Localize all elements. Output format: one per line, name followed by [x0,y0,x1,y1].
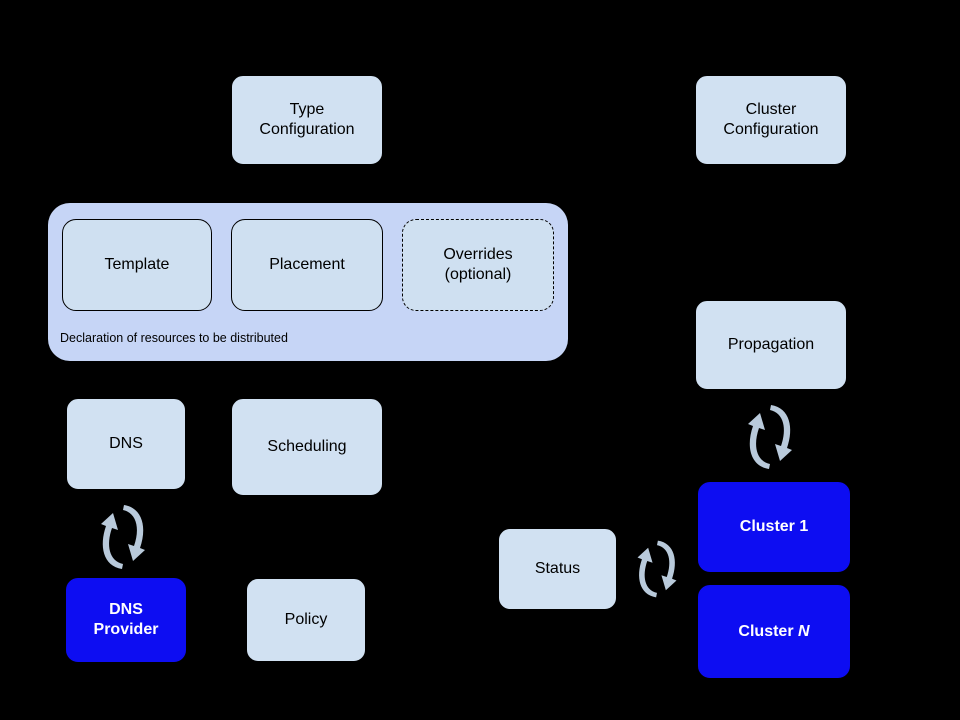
node-type-configuration[interactable]: Type Configuration [231,75,383,165]
node-propagation[interactable]: Propagation [695,300,847,390]
node-template-label: Template [104,256,170,274]
sync-arrows-icon-propagation [748,405,792,469]
node-template[interactable]: Template [62,219,212,311]
node-status[interactable]: Status [498,528,617,610]
node-dns[interactable]: DNS [66,398,186,490]
node-dns-label: DNS [109,435,143,453]
node-policy[interactable]: Policy [246,578,366,662]
node-policy-label: Policy [284,611,328,629]
node-type-configuration-label: Type Configuration [259,101,355,138]
node-cluster-configuration[interactable]: Cluster Configuration [695,75,847,165]
node-cluster-configuration-label: Cluster Configuration [723,101,819,138]
sync-arrows-icon-dns [101,505,145,569]
node-placement[interactable]: Placement [231,219,383,311]
node-cluster-n[interactable]: Cluster N [698,585,850,678]
node-overrides-label: Overrides (optional) [443,246,513,283]
node-scheduling[interactable]: Scheduling [231,398,383,496]
node-cluster-n-suffix: N [798,622,810,640]
node-cluster-1[interactable]: Cluster 1 [698,482,850,572]
node-scheduling-label: Scheduling [267,438,347,456]
sync-arrows-icon-status [637,540,677,598]
node-placement-label: Placement [269,256,345,274]
node-cluster-n-label: Cluster N [738,622,809,642]
node-overrides[interactable]: Overrides (optional) [402,219,554,311]
node-propagation-label: Propagation [727,336,815,354]
panel-caption: Declaration of resources to be distribut… [60,331,288,345]
node-cluster-1-label: Cluster 1 [739,518,809,536]
node-status-label: Status [534,560,581,578]
node-dns-provider-label: DNS Provider [93,601,159,638]
node-cluster-n-prefix: Cluster [738,622,798,640]
node-dns-provider[interactable]: DNS Provider [66,578,186,662]
